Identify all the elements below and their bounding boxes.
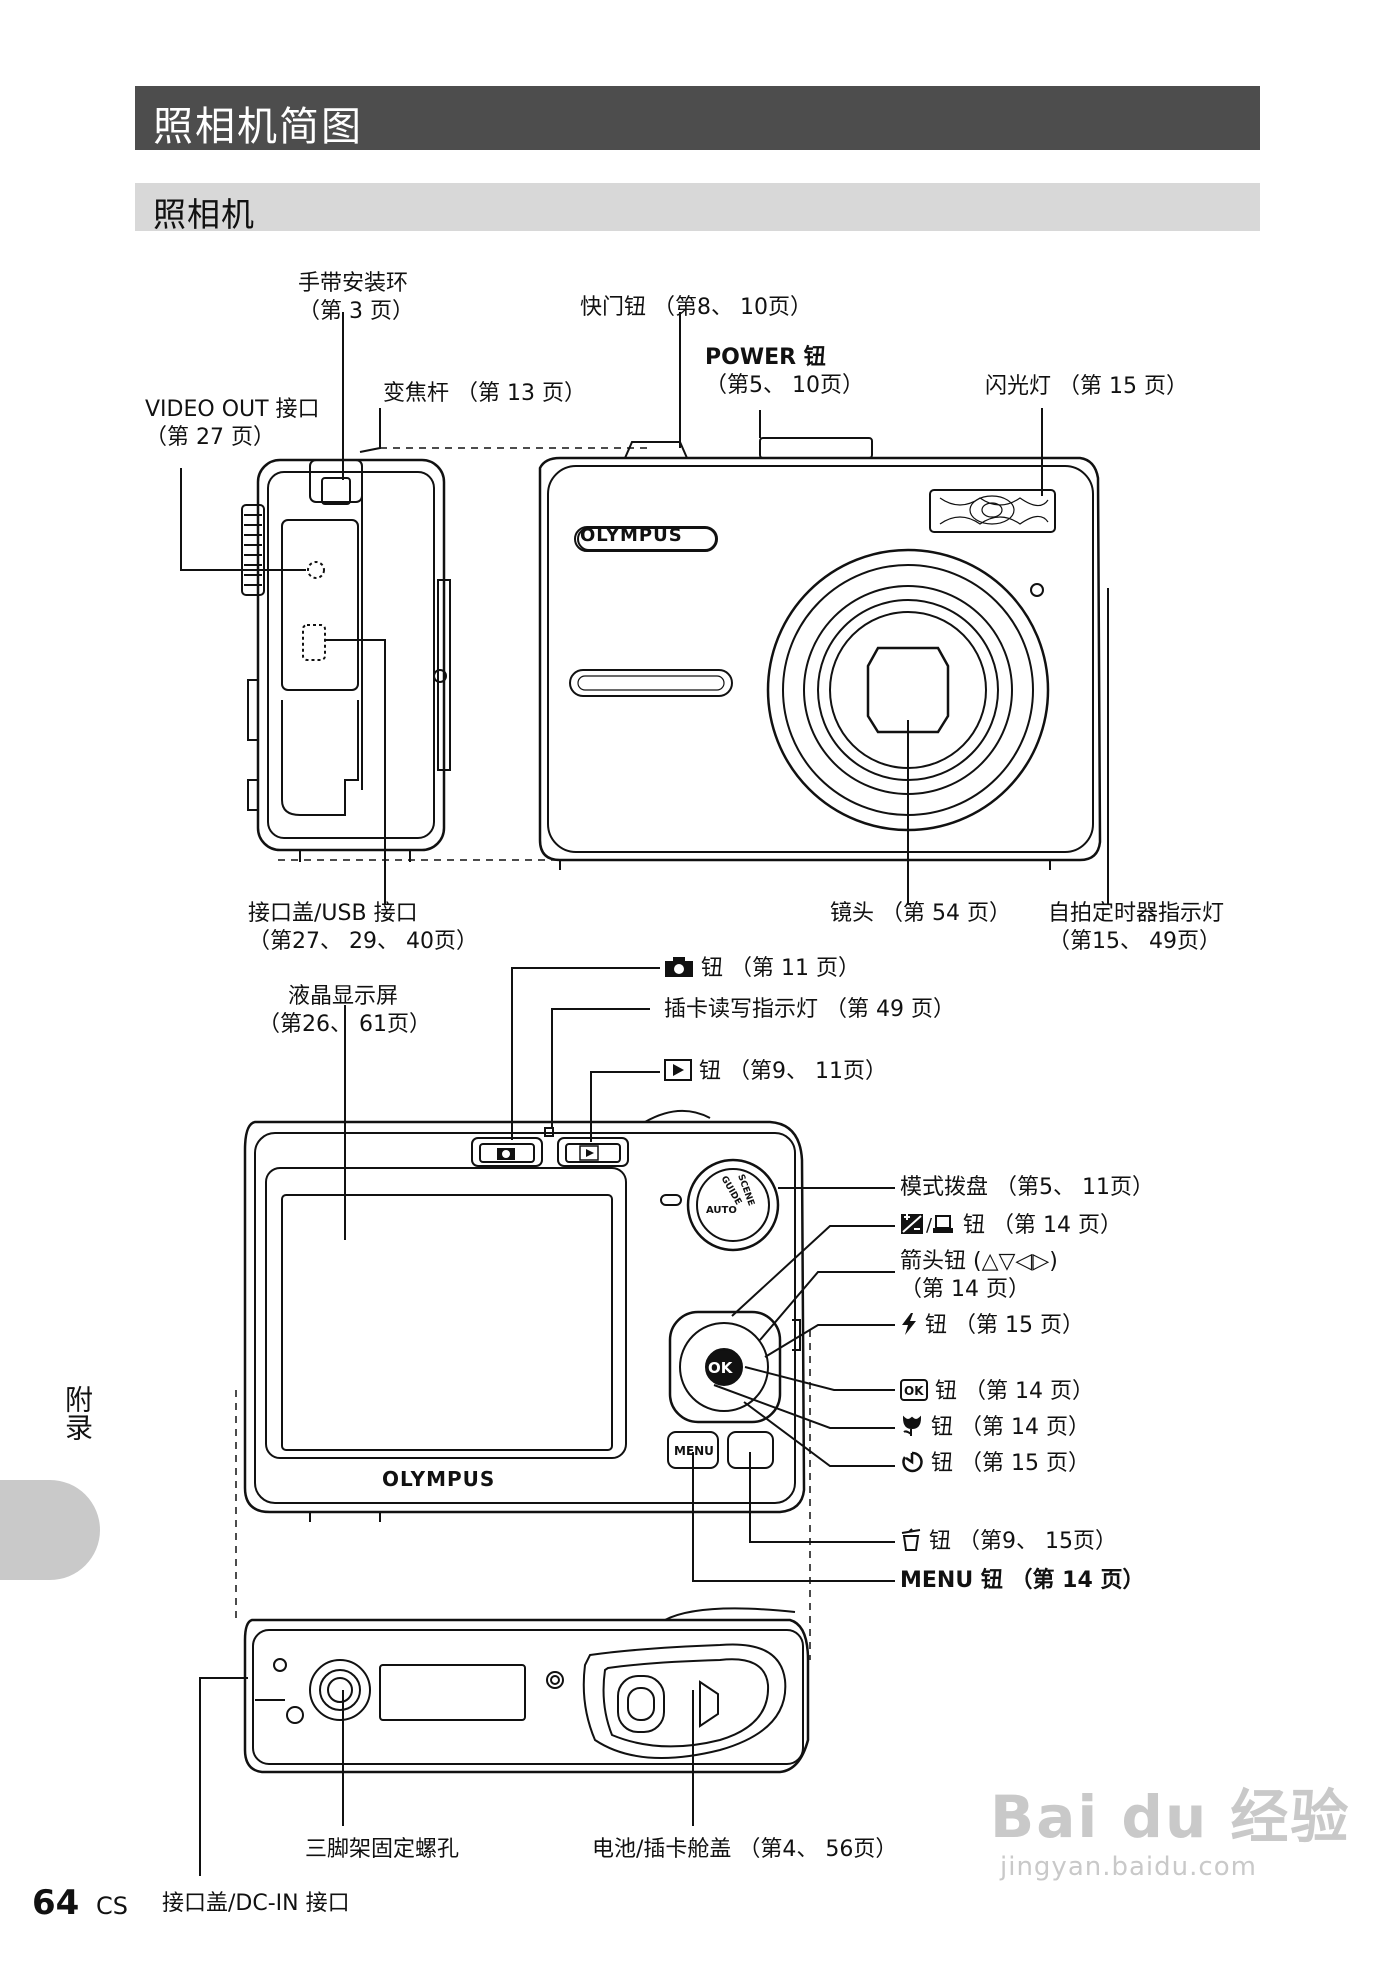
label-exposure-button: / 钮 （第 14 页） <box>900 1212 1122 1240</box>
self-timer-icon <box>902 1451 923 1473</box>
label-arrow-button: 箭头钮 (△▽◁▷) <box>900 1249 1058 1274</box>
front-brand-text: OLYMPUS <box>580 525 683 546</box>
page-title: 照相机简图 <box>153 104 363 150</box>
label-play-button: 钮 （第9、 11页） <box>664 1058 887 1086</box>
label-power: POWER 钮 <box>705 345 826 370</box>
label-lens: 镜头 （第 54 页） <box>830 901 1011 926</box>
back-camera-icon <box>497 1148 515 1160</box>
appendix-tab-label: 附录 <box>61 1385 94 1441</box>
camera-side-view <box>241 458 451 862</box>
label-strap: 手带安装环（第 3 页） <box>298 271 414 324</box>
label-flash: 闪光灯 （第 15 页） <box>985 374 1188 399</box>
section-banner: 照相机简图 <box>135 86 1260 150</box>
label-self-timer-lamp-page: （第15、 49页） <box>1048 929 1221 954</box>
label-shoot-button: 钮 （第 11 页） <box>664 955 860 983</box>
watermark-logo: Bai du 经验 <box>990 1783 1351 1851</box>
watermark-url: jingyan.baidu.com <box>1000 1852 1257 1882</box>
label-connector-usb-page: （第27、 29、 40页） <box>248 929 478 954</box>
page-language: CS <box>96 1892 128 1920</box>
label-card-lamp: 插卡读写指示灯 （第 49 页） <box>664 997 955 1022</box>
label-ok-button: OK 钮 （第 14 页） <box>900 1378 1094 1406</box>
label-connector-usb: 接口盖/USB 接口 <box>248 901 418 926</box>
camera-back-view <box>235 1109 811 1660</box>
label-timer-button: 钮 （第 15 页） <box>900 1450 1090 1478</box>
label-video-out: VIDEO OUT 接口 <box>145 397 320 422</box>
label-mode-dial: 模式拨盘 （第5、 11页） <box>900 1175 1154 1200</box>
page-number: 64 <box>32 1883 80 1923</box>
subsection-bar: 照相机 <box>135 183 1260 234</box>
leader-lines <box>180 312 1109 1876</box>
label-shutter: 快门钮 （第8、 10页） <box>580 295 812 320</box>
ok-button-mark: OK <box>708 1359 733 1377</box>
label-tripod: 三脚架固定螺孔 <box>305 1837 460 1862</box>
label-lcd: 液晶显示屏（第26、 61页） <box>258 984 431 1037</box>
label-video-out-page: （第 27 页） <box>145 425 275 450</box>
label-arrow-button-page: （第 14 页） <box>900 1277 1030 1302</box>
back-brand-text: OLYMPUS <box>382 1467 496 1491</box>
label-dcin: 接口盖/DC-IN 接口 <box>162 1891 350 1916</box>
label-zoom: 变焦杆 （第 13 页） <box>383 381 586 406</box>
menu-button-mark: MENU <box>674 1444 714 1458</box>
subsection-title: 照相机 <box>153 195 255 234</box>
appendix-tab <box>0 1480 100 1580</box>
label-menu-button: MENU 钮 （第 14 页） <box>900 1568 1145 1593</box>
label-flash-button: 钮 （第 15 页） <box>900 1312 1084 1340</box>
front-brand-badge <box>577 527 717 551</box>
macro-icon <box>902 1415 922 1436</box>
erase-icon <box>901 1528 921 1551</box>
play-button-icon <box>664 1059 692 1081</box>
flash-icon <box>902 1313 916 1335</box>
label-erase-button: 钮 （第9、 15页） <box>900 1528 1117 1556</box>
camera-front-view <box>278 437 1102 870</box>
play-icon <box>579 1145 599 1161</box>
svg-text:OK: OK <box>904 1384 924 1398</box>
camera-bottom-view <box>243 1607 810 1774</box>
camera-icon <box>665 957 693 977</box>
ok-icon: OK <box>900 1379 928 1401</box>
exposure-print-icon: / <box>901 1214 953 1236</box>
label-battery-cover: 电池/插卡舱盖 （第4、 56页） <box>592 1837 898 1862</box>
mode-dial-auto: AUTO <box>706 1205 737 1216</box>
label-self-timer-lamp: 自拍定时器指示灯 <box>1048 901 1225 926</box>
label-power-page: （第5、 10页） <box>705 373 864 398</box>
label-macro-button: 钮 （第 14 页） <box>900 1414 1090 1442</box>
svg-text:/: / <box>926 1215 933 1235</box>
